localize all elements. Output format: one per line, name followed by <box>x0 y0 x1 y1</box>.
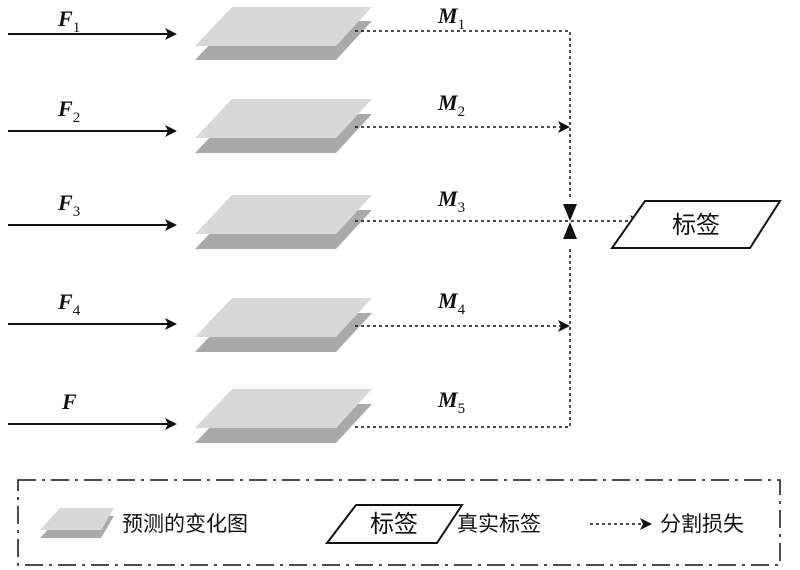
input-label-4: F4 <box>57 289 81 319</box>
input-label-5: F <box>61 389 77 414</box>
legend-item-ground-truth: 标签 真实标签 <box>324 504 541 544</box>
output-label-3: M3 <box>437 186 465 216</box>
row-5: F M5 <box>8 247 571 443</box>
layer-top-1 <box>195 7 372 46</box>
loss-path-1 <box>355 30 571 198</box>
legend-item-segmentation-loss: 分割损失 <box>590 512 744 536</box>
layer-top-2 <box>195 99 372 138</box>
converge-arrow-down <box>563 204 577 221</box>
layer-top-3 <box>195 195 372 234</box>
legend-border <box>17 479 781 566</box>
input-label-3: F3 <box>57 190 80 220</box>
input-label-1: F1 <box>57 6 80 36</box>
layer-top-5 <box>195 389 372 428</box>
legend-item-predicted-map: 预测的变化图 <box>40 508 248 538</box>
loss-path-5 <box>355 247 571 428</box>
legend-segmentation-loss-label: 分割损失 <box>660 512 744 536</box>
legend-ground-truth-label: 真实标签 <box>457 512 541 536</box>
target-label-box: 标签 <box>610 200 782 249</box>
row-2: F2 M2 <box>8 90 570 153</box>
output-label-2: M2 <box>437 90 465 120</box>
input-label-2: F2 <box>57 96 80 126</box>
output-label-1: M1 <box>437 3 465 33</box>
output-label-4: M4 <box>437 288 466 318</box>
row-1: F1 M1 <box>8 3 571 198</box>
target-label-text: 标签 <box>672 211 720 239</box>
legend-predicted-map-label: 预测的变化图 <box>122 512 248 536</box>
legend-label-box-text: 标签 <box>370 510 418 538</box>
layer-top-4 <box>195 298 372 337</box>
row-4: F4 M4 <box>8 288 570 352</box>
converge-arrow-up <box>563 222 577 239</box>
row-3: F3 M3 <box>8 186 642 249</box>
legend: 预测的变化图 标签 真实标签 分割损失 <box>17 479 781 566</box>
output-label-5: M5 <box>437 387 465 417</box>
